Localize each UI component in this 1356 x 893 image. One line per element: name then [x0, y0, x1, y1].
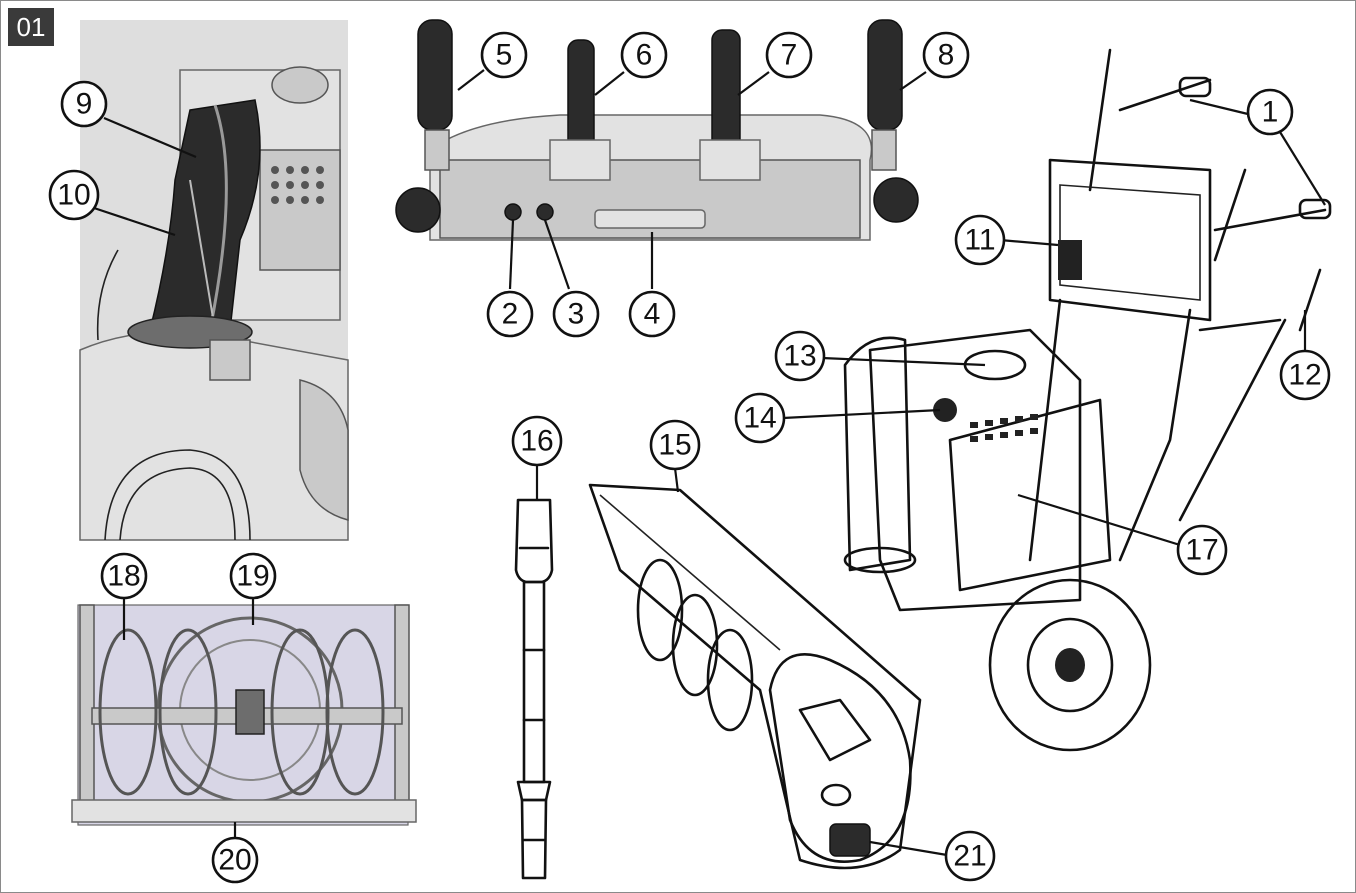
- callout-11: 11: [954, 214, 1006, 266]
- callout-10: 10: [48, 169, 100, 221]
- callout-13: 13: [774, 330, 826, 382]
- svg-text:10: 10: [57, 179, 90, 212]
- callout-3: 3: [552, 290, 600, 338]
- callout-15: 15: [649, 419, 701, 471]
- svg-text:17: 17: [1185, 534, 1218, 567]
- callout-16: 16: [511, 415, 563, 467]
- svg-text:19: 19: [236, 560, 269, 593]
- svg-text:3: 3: [568, 298, 585, 331]
- tool-illustration: [514, 498, 554, 880]
- svg-text:9: 9: [76, 88, 93, 121]
- svg-text:1: 1: [1262, 96, 1279, 129]
- svg-text:6: 6: [636, 39, 653, 72]
- callout-4: 4: [628, 290, 676, 338]
- figure-number-badge: 01: [8, 8, 54, 46]
- callout-17: 17: [1176, 524, 1228, 576]
- callout-5: 5: [480, 31, 528, 79]
- svg-text:5: 5: [496, 39, 513, 72]
- callout-14: 14: [734, 392, 786, 444]
- chute-closeup-illustration: [79, 20, 349, 541]
- callout-21: 21: [944, 830, 996, 882]
- leader-lines: [93, 69, 1326, 857]
- svg-text:4: 4: [644, 298, 661, 331]
- svg-text:2: 2: [502, 298, 519, 331]
- svg-text:16: 16: [520, 425, 553, 458]
- svg-text:13: 13: [783, 340, 816, 373]
- callout-8: 8: [922, 31, 970, 79]
- callout-18: 18: [100, 552, 148, 600]
- callout-19: 19: [229, 552, 277, 600]
- svg-text:11: 11: [964, 224, 995, 257]
- svg-text:7: 7: [781, 39, 798, 72]
- svg-text:12: 12: [1288, 359, 1321, 392]
- callout-6: 6: [620, 31, 668, 79]
- callout-9: 9: [60, 80, 108, 128]
- svg-text:20: 20: [218, 844, 251, 877]
- callout-1: 1: [1246, 88, 1294, 136]
- svg-text:8: 8: [938, 39, 955, 72]
- svg-text:21: 21: [953, 840, 986, 873]
- svg-text:15: 15: [658, 429, 691, 462]
- control-panel-illustration: [395, 19, 919, 241]
- svg-text:14: 14: [743, 402, 776, 435]
- callout-12: 12: [1279, 349, 1331, 401]
- callout-2: 2: [486, 290, 534, 338]
- snow-blower-illustration: [588, 48, 1332, 870]
- callout-20: 20: [211, 836, 259, 884]
- callout-7: 7: [765, 31, 813, 79]
- auger-illustration: [71, 604, 417, 826]
- svg-text:18: 18: [107, 560, 140, 593]
